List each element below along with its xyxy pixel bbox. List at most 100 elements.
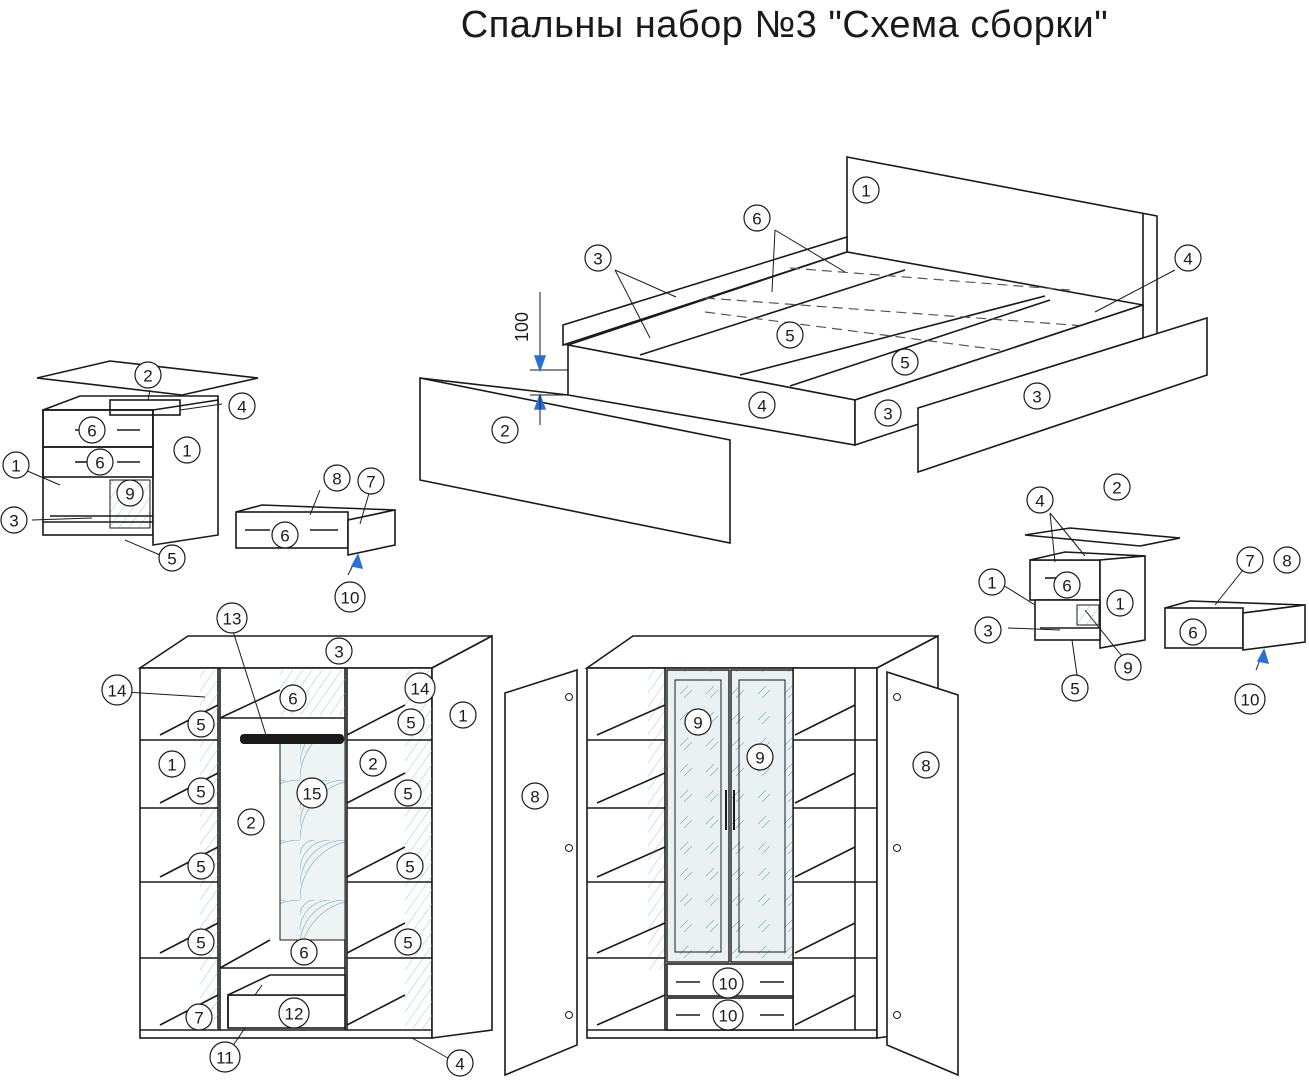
callout-label: 4 bbox=[237, 398, 246, 417]
callout-bed-4: 4 bbox=[1174, 244, 1202, 272]
nightstand-assembly bbox=[1002, 512, 1306, 683]
callout-label: 5 bbox=[785, 327, 794, 346]
callout-label: 6 bbox=[1062, 577, 1071, 596]
callout-label: 5 bbox=[167, 550, 176, 569]
callout-wo-1b: 1 bbox=[158, 750, 186, 778]
callout-ch-9: 9 bbox=[116, 479, 144, 507]
callout-bed-3b: 3 bbox=[874, 399, 902, 427]
callout-label: 13 bbox=[223, 610, 242, 629]
callout-wo-1: 1 bbox=[449, 701, 477, 729]
callout-label: 12 bbox=[285, 1005, 304, 1024]
callout-wo-5e: 5 bbox=[187, 852, 215, 880]
callout-label: 6 bbox=[299, 944, 308, 963]
callout-wo-4: 4 bbox=[446, 1049, 474, 1077]
callout-wo-5h: 5 bbox=[394, 928, 422, 956]
callout-wo-5a: 5 bbox=[187, 710, 215, 738]
callout-wo-2a: 2 bbox=[359, 749, 387, 777]
callout-wo-11: 11 bbox=[209, 1041, 241, 1073]
callout-bed-5b: 5 bbox=[891, 348, 919, 376]
callout-wo-15: 15 bbox=[296, 777, 328, 809]
callout-bed-1: 1 bbox=[852, 176, 880, 204]
callout-wd-9b: 9 bbox=[746, 743, 774, 771]
callout-ns-4: 4 bbox=[1026, 486, 1054, 514]
callout-label: 10 bbox=[1241, 691, 1260, 710]
callout-label: 9 bbox=[755, 749, 764, 768]
callout-ch-7: 7 bbox=[357, 467, 385, 495]
callout-wo-5f: 5 bbox=[396, 852, 424, 880]
callout-ns-7: 7 bbox=[1236, 546, 1264, 574]
callout-wo-5c: 5 bbox=[187, 777, 215, 805]
callout-wo-7: 7 bbox=[185, 1003, 213, 1031]
callout-label: 1 bbox=[987, 574, 996, 593]
callout-ch-6a: 6 bbox=[78, 416, 106, 444]
callout-wd-10b: 10 bbox=[712, 999, 744, 1031]
callout-ch-8: 8 bbox=[323, 464, 351, 492]
callout-ch-1b: 1 bbox=[2, 451, 30, 479]
callout-label: 2 bbox=[500, 422, 509, 441]
callout-label: 4 bbox=[1183, 250, 1192, 269]
callout-wo-6a: 6 bbox=[279, 684, 307, 712]
callout-ns-2: 2 bbox=[1103, 473, 1131, 501]
callout-label: 6 bbox=[1188, 624, 1197, 643]
callout-wd-9a: 9 bbox=[684, 708, 712, 736]
callout-label: 7 bbox=[366, 473, 375, 492]
callout-wo-14b: 14 bbox=[404, 672, 436, 704]
callout-ns-3: 3 bbox=[974, 616, 1002, 644]
callout-wo-12: 12 bbox=[278, 997, 310, 1029]
callout-label: 10 bbox=[341, 589, 360, 608]
callout-label: 3 bbox=[334, 643, 343, 662]
callout-label: 5 bbox=[1070, 680, 1079, 699]
callout-label: 9 bbox=[693, 714, 702, 733]
callout-wo-14a: 14 bbox=[101, 674, 133, 706]
callout-label: 2 bbox=[1112, 479, 1121, 498]
callout-bed-3c: 3 bbox=[1023, 382, 1051, 410]
callout-ch-3: 3 bbox=[0, 506, 28, 534]
callout-label: 5 bbox=[403, 785, 412, 804]
callout-label: 5 bbox=[900, 354, 909, 373]
callout-label: 9 bbox=[125, 485, 134, 504]
callout-label: 2 bbox=[246, 814, 255, 833]
page-title: Спальны набор №3 "Схема сборки" bbox=[460, 4, 1109, 46]
callout-wo-13: 13 bbox=[216, 602, 248, 634]
callout-ch-2: 2 bbox=[134, 361, 162, 389]
callout-label: 8 bbox=[332, 470, 341, 489]
callout-bed-6: 6 bbox=[743, 204, 771, 232]
callout-ch-6c: 6 bbox=[271, 521, 299, 549]
chest-assembly bbox=[24, 360, 396, 576]
callout-ns-5: 5 bbox=[1061, 674, 1089, 702]
callout-ns-1a: 1 bbox=[978, 568, 1006, 596]
callout-ch-6b: 6 bbox=[86, 448, 114, 476]
callout-wo-2b: 2 bbox=[237, 808, 265, 836]
callout-label: 6 bbox=[288, 690, 297, 709]
callout-wo-5b: 5 bbox=[397, 708, 425, 736]
callout-bed-4b: 4 bbox=[748, 391, 776, 419]
callout-label: 1 bbox=[458, 707, 467, 726]
callout-bed-2: 2 bbox=[491, 416, 519, 444]
callout-label: 4 bbox=[1035, 492, 1044, 511]
callout-ns-6b: 6 bbox=[1179, 618, 1207, 646]
callout-label: 5 bbox=[196, 716, 205, 735]
callout-label: 5 bbox=[403, 934, 412, 953]
callout-label: 14 bbox=[108, 682, 127, 701]
callout-label: 5 bbox=[406, 714, 415, 733]
callout-label: 1 bbox=[1115, 595, 1124, 614]
callout-label: 4 bbox=[455, 1055, 464, 1074]
callout-label: 5 bbox=[196, 934, 205, 953]
callout-label: 10 bbox=[719, 1007, 738, 1026]
callout-label: 1 bbox=[11, 457, 20, 476]
callout-label: 8 bbox=[921, 757, 930, 776]
callout-bed-3a: 3 bbox=[584, 244, 612, 272]
callout-label: 9 bbox=[1123, 659, 1132, 678]
callout-ch-4: 4 bbox=[228, 392, 256, 420]
callout-ns-10: 10 bbox=[1234, 683, 1266, 715]
callout-label: 3 bbox=[9, 512, 18, 531]
callout-ns-8: 8 bbox=[1273, 546, 1301, 574]
bed-assembly: 100 bbox=[419, 156, 1208, 544]
callout-label: 7 bbox=[1245, 552, 1254, 571]
callout-label: 6 bbox=[752, 210, 761, 229]
callout-ns-9: 9 bbox=[1114, 653, 1142, 681]
callout-label: 15 bbox=[303, 785, 322, 804]
callout-label: 3 bbox=[1032, 388, 1041, 407]
